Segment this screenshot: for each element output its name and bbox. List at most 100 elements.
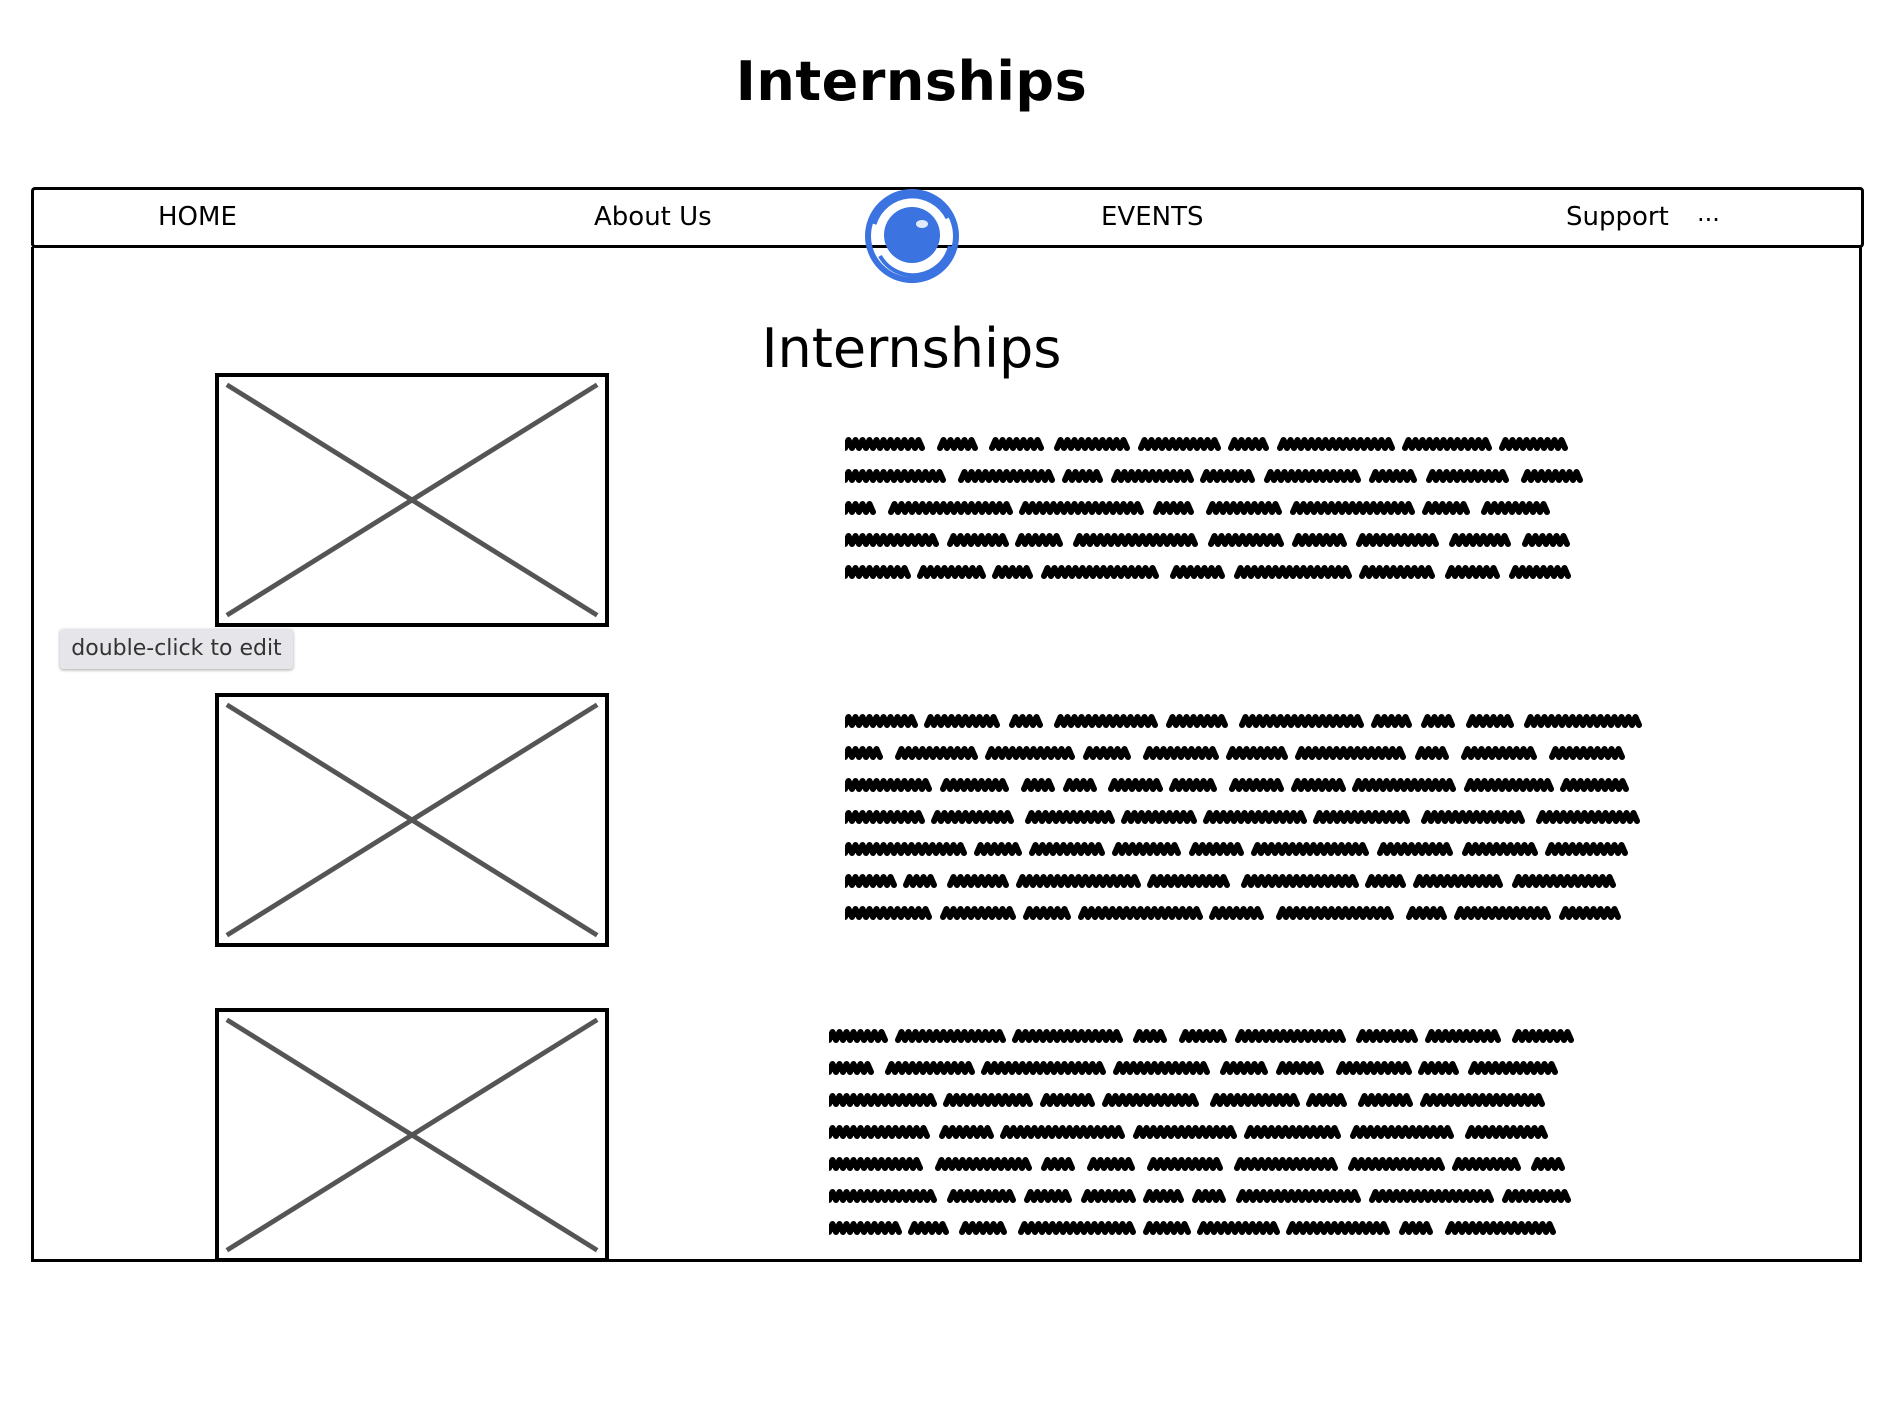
scribble-word bbox=[1406, 906, 1447, 920]
image-placeholder-icon bbox=[215, 693, 609, 947]
scribble-word bbox=[1445, 1221, 1556, 1235]
scribble-word bbox=[829, 1189, 937, 1203]
scribble-word bbox=[940, 778, 1009, 792]
nav-item-events[interactable]: EVENTS bbox=[1101, 202, 1204, 232]
scribble-word bbox=[845, 874, 897, 888]
scribble-word bbox=[1153, 501, 1194, 515]
scribble-word bbox=[1138, 437, 1221, 451]
scribble-word bbox=[992, 565, 1033, 579]
scribble-word bbox=[1560, 778, 1629, 792]
content-heading: Internships bbox=[761, 317, 1062, 380]
scribble-word bbox=[1371, 714, 1412, 728]
scribble-word bbox=[1244, 1125, 1341, 1139]
scribble-word bbox=[981, 1061, 1106, 1075]
scribble-word bbox=[1166, 714, 1228, 728]
scribble-word bbox=[1040, 1093, 1095, 1107]
scribble-word bbox=[1229, 778, 1284, 792]
scribble-word bbox=[1454, 906, 1551, 920]
scribble-word bbox=[1203, 810, 1307, 824]
scribble-word bbox=[1295, 746, 1406, 760]
scribble-word bbox=[985, 746, 1075, 760]
scribble-word bbox=[1209, 906, 1264, 920]
scribble-word bbox=[1016, 874, 1141, 888]
scribble-word bbox=[1054, 714, 1158, 728]
scribble-word bbox=[845, 746, 883, 760]
edit-tooltip: double-click to edit bbox=[60, 629, 293, 669]
scribble-word bbox=[1012, 1029, 1123, 1043]
scribble-word bbox=[888, 501, 1013, 515]
scribble-word bbox=[1179, 1029, 1227, 1043]
scribble-word bbox=[1206, 501, 1282, 515]
scribble-word bbox=[1025, 810, 1115, 824]
scribble-word bbox=[1292, 533, 1347, 547]
scribble-word bbox=[1276, 1061, 1324, 1075]
scribble-word bbox=[1421, 810, 1525, 824]
scribble-word bbox=[1073, 533, 1198, 547]
scribble-word bbox=[829, 1093, 937, 1107]
scribble-word bbox=[1277, 437, 1395, 451]
scribble-word bbox=[1524, 714, 1642, 728]
nav-item-support[interactable]: Support bbox=[1566, 202, 1669, 232]
scribble-word bbox=[1359, 565, 1435, 579]
scribble-word bbox=[1369, 1189, 1494, 1203]
scribble-word bbox=[1189, 842, 1244, 856]
scribble-word bbox=[1464, 778, 1554, 792]
scribble-word bbox=[1147, 874, 1230, 888]
scribble-word bbox=[1143, 746, 1219, 760]
browser-frame bbox=[31, 247, 1862, 1262]
scribble-word bbox=[1509, 565, 1571, 579]
scribble-word bbox=[1147, 1157, 1223, 1171]
scribble-word bbox=[1192, 1189, 1226, 1203]
scribble-word bbox=[931, 810, 1014, 824]
scribble-word bbox=[1452, 1157, 1521, 1171]
scribble-word bbox=[895, 1029, 1006, 1043]
scribble-word bbox=[974, 842, 1022, 856]
nav-item-about-us[interactable]: About Us bbox=[594, 202, 712, 232]
scribble-word bbox=[1313, 810, 1410, 824]
scribble-word bbox=[829, 1125, 930, 1139]
image-placeholder-icon bbox=[215, 1008, 609, 1262]
scribble-word bbox=[1264, 469, 1361, 483]
scribble-word bbox=[1143, 1221, 1191, 1235]
circle-logo-icon[interactable] bbox=[860, 184, 964, 288]
text-block-1 bbox=[845, 430, 1625, 600]
scribble-word bbox=[1536, 810, 1640, 824]
scribble-word bbox=[1220, 1061, 1268, 1075]
scribble-word bbox=[1234, 1157, 1338, 1171]
scribble-word bbox=[940, 906, 1016, 920]
scribble-word bbox=[845, 565, 911, 579]
scribble-word bbox=[1290, 501, 1415, 515]
scribble-word bbox=[1113, 1061, 1210, 1075]
scribble-word bbox=[845, 501, 876, 515]
scribble-word bbox=[1121, 810, 1197, 824]
scribble-word bbox=[1420, 1093, 1545, 1107]
nav-item-home[interactable]: HOME bbox=[158, 202, 237, 232]
nav-more-menu[interactable]: ... bbox=[1697, 199, 1720, 227]
scribble-word bbox=[908, 1221, 949, 1235]
scribble-word bbox=[1512, 1029, 1574, 1043]
scribble-word bbox=[903, 874, 937, 888]
scribble-word bbox=[924, 714, 1000, 728]
scribble-word bbox=[1102, 1093, 1199, 1107]
scribble-word bbox=[1015, 533, 1063, 547]
scribble-word bbox=[1549, 746, 1625, 760]
scribble-word bbox=[1468, 1061, 1558, 1075]
scribble-word bbox=[845, 906, 932, 920]
scribble-word bbox=[1336, 1061, 1412, 1075]
scribble-word bbox=[1081, 1189, 1136, 1203]
scribble-word bbox=[1365, 874, 1406, 888]
scribble-word bbox=[845, 469, 946, 483]
scribble-word bbox=[1502, 1189, 1571, 1203]
scribble-word bbox=[1559, 906, 1621, 920]
scribble-word bbox=[947, 533, 1009, 547]
scribble-word bbox=[1112, 842, 1181, 856]
scribble-word bbox=[845, 778, 932, 792]
scribble-word bbox=[917, 565, 986, 579]
scribble-word bbox=[1356, 1029, 1418, 1043]
scribble-word bbox=[1545, 842, 1628, 856]
scribble-word bbox=[1426, 469, 1509, 483]
scribble-word bbox=[1234, 565, 1352, 579]
scribble-word bbox=[1133, 1029, 1167, 1043]
scribble-word bbox=[1000, 1125, 1125, 1139]
scribble-word bbox=[1019, 501, 1144, 515]
